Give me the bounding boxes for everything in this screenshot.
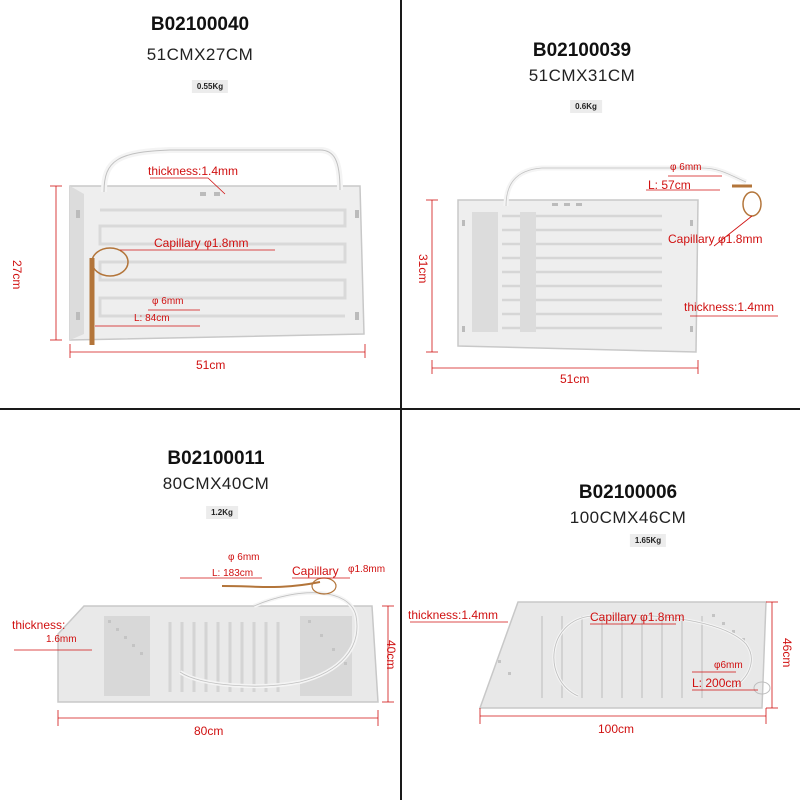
tube-length-label: L: 183cm — [212, 568, 254, 579]
evaporator-plate-image — [410, 601, 778, 724]
tube-diameter-label: φ 6mm — [152, 296, 184, 307]
thickness-label: thickness:1.4mm — [148, 164, 239, 178]
width-measurement: 80cm — [194, 724, 224, 738]
product-code: B02100039 — [532, 40, 632, 61]
width-measurement: 100cm — [598, 722, 635, 736]
product-card-b02100039: B02100039 51CMX31CM 0.6Kg — [402, 0, 800, 400]
thickness-label: thickness:1.4mm — [408, 608, 499, 622]
product-card-b02100040: B02100040 51CMX27CM 0.55Kg — [0, 0, 400, 400]
width-measurement: 51cm — [560, 372, 590, 386]
width-measurement: 51cm — [196, 358, 226, 372]
tube-length-label: L: 84cm — [134, 313, 170, 324]
tube-diameter-label: φ6mm — [714, 660, 743, 671]
product-weight-badge: 0.55Kg — [191, 80, 229, 93]
evaporator-plate-image — [14, 577, 394, 726]
product-card-b02100011: B02100011 80CMX40CM 1.2Kg — [0, 410, 400, 810]
tube-length-label: L: 57cm — [648, 178, 691, 192]
height-measurement: 40cm — [384, 640, 398, 670]
evaporator-plate-image — [50, 147, 366, 358]
tube-length-label: L: 200cm — [692, 676, 742, 690]
product-weight-badge: 1.2Kg — [206, 506, 238, 519]
tube-diameter-label: φ 6mm — [670, 162, 702, 173]
product-code: B02100040 — [150, 14, 250, 35]
height-measurement: 46cm — [780, 638, 794, 668]
product-code: B02100011 — [167, 448, 265, 469]
capillary-label: Capillary φ1.8mm — [154, 236, 249, 250]
product-card-b02100006: B02100006 100CMX46CM 1.65Kg thickness:1. — [402, 410, 800, 810]
capillary-label: Capillary φ1.8mm — [590, 610, 685, 624]
thickness-value-label: 1.6mm — [46, 634, 77, 645]
product-dimensions: 51CMX31CM — [528, 66, 636, 85]
product-weight-badge: 0.6Kg — [570, 100, 602, 113]
tube-diameter-label: φ 6mm — [228, 552, 260, 563]
product-code: B02100006 — [578, 482, 678, 503]
capillary-label: Capillary φ1.8mm — [668, 232, 763, 246]
height-measurement: 31cm — [416, 254, 430, 284]
thickness-label: thickness: — [12, 618, 66, 632]
capillary-label: Capillary — [292, 564, 339, 578]
product-dimensions: 100CMX46CM — [569, 508, 687, 527]
horizontal-divider — [0, 408, 800, 410]
height-measurement: 27cm — [10, 260, 24, 290]
capillary-size-label: φ1.8mm — [348, 564, 386, 575]
thickness-label: thickness:1.4mm — [684, 300, 775, 314]
evaporator-plate-image — [426, 165, 778, 374]
vertical-divider — [400, 0, 402, 800]
product-dimensions: 80CMX40CM — [162, 474, 270, 493]
product-weight-badge: 1.65Kg — [629, 534, 667, 547]
product-dimensions: 51CMX27CM — [146, 45, 254, 64]
